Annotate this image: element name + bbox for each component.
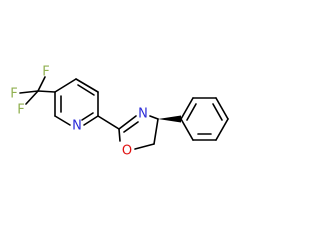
bond-pyr-c2-n-inner (81, 112, 94, 121)
atom-f-top: F (42, 65, 49, 80)
bond-ox-c2-n-inner (123, 121, 139, 133)
bond-ph-c1-c2-inner (186, 103, 197, 121)
bond-ph-c6-c1 (180, 118, 194, 141)
bond-ox-c4-c5 (153, 118, 159, 145)
atom-n-oxazoline: N (138, 107, 148, 122)
bond-pyr-c4-c3-inner (77, 84, 95, 96)
atom-n-pyridine: N (72, 119, 82, 134)
atom-o-oxazoline: O (122, 144, 132, 159)
atom-f-bottom: F (17, 103, 24, 118)
bond-pyr-n-c6 (54, 115, 71, 126)
bond-ox-c5-o (134, 143, 155, 150)
bond-c-f-top (37, 76, 46, 92)
bond-ph-c4-c5 (215, 118, 229, 141)
bond-pyr-c5-c4 (54, 78, 77, 93)
bond-c-f-bottom (25, 90, 39, 105)
bond-ox-c2-n (118, 115, 137, 130)
atom-f-left: F (10, 87, 17, 102)
bond-ox-o-c2 (118, 128, 121, 142)
bond-c-f-left (19, 90, 39, 94)
bond-pyr-oxazoline (97, 115, 120, 130)
bond-ox-n-c4 (149, 115, 159, 120)
chemical-structure: F F F N N O (10, 65, 229, 159)
atom-labels: F F F N N O (10, 65, 148, 159)
bond-pyr-c4-c3 (75, 78, 99, 93)
bond-ph-c3-c4 (215, 97, 229, 120)
bond-ph-c3-c4-inner (212, 103, 223, 121)
bond-ph-c1-c2 (180, 97, 194, 120)
bond-cf3-ring (37, 90, 56, 93)
wedge-bond-stereocenter (158, 115, 181, 123)
bonds (19, 76, 229, 150)
bond-pyr-c2-n (83, 115, 99, 126)
